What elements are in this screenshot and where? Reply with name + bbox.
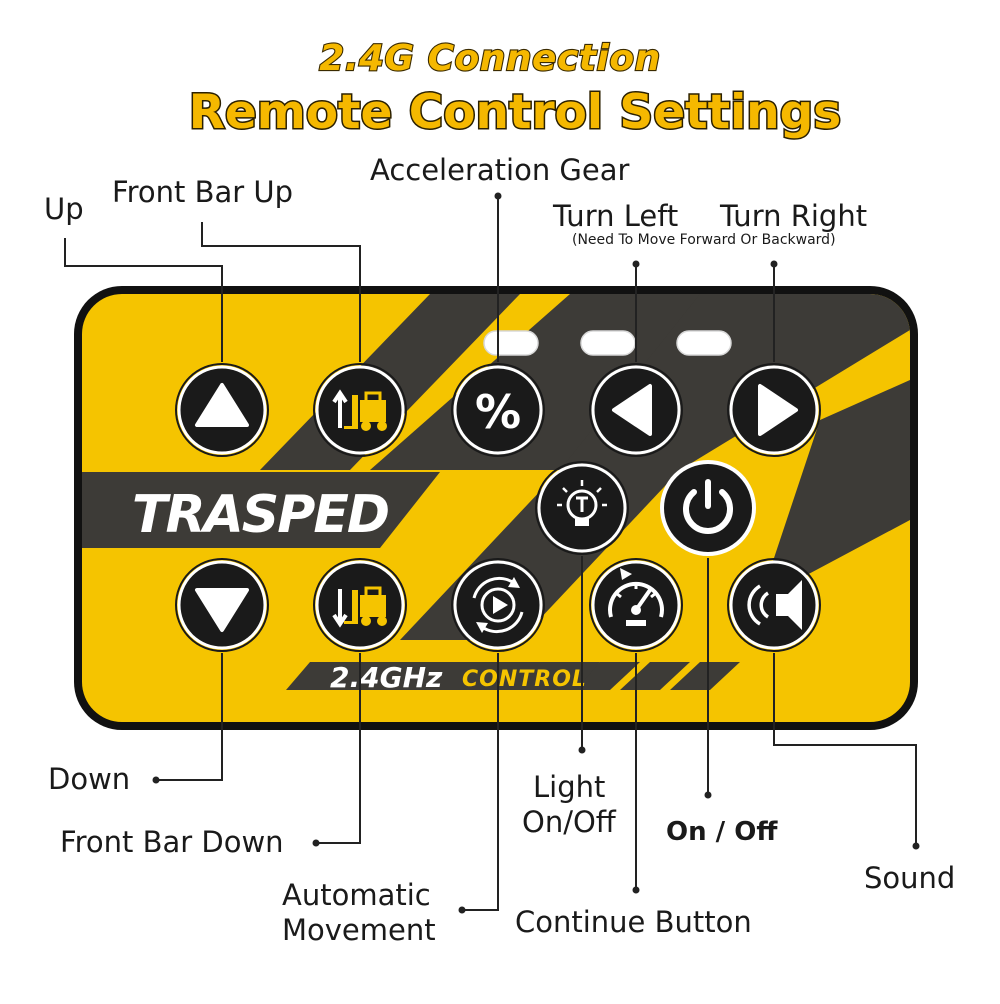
label-automatic-movement-line1: Automatic [282,878,431,912]
label-turn-left: Turn Left [552,199,678,233]
light-bulb-icon [557,480,607,526]
down-arrow-icon [195,588,249,632]
continue-button[interactable] [589,558,683,652]
auto-play-icon [472,576,524,634]
right-arrow-icon [758,384,798,436]
acceleration-gear-button[interactable]: % [451,363,545,457]
turn-right-button[interactable] [727,363,821,457]
label-automatic-movement-line2: Movement [282,913,436,947]
label-light-line1: Light [533,770,605,804]
label-turn-right: Turn Right [719,199,867,233]
title-line-1: 2.4G Connection [319,38,660,79]
led-indicator-2 [580,330,636,356]
brand-logo: TRASPED [132,485,388,545]
speedometer-icon [608,568,664,626]
speaker-icon [747,580,802,630]
power-button[interactable] [660,460,756,556]
left-arrow-icon [612,384,652,436]
label-front-bar-down: Front Bar Down [60,825,284,859]
up-arrow-icon [195,383,249,427]
led-indicator-3 [676,330,732,356]
percent-icon: % [475,385,521,439]
sound-button[interactable] [727,558,821,652]
turn-left-button[interactable] [589,363,683,457]
led-indicator-1 [483,330,539,356]
label-acceleration-gear: Acceleration Gear [370,153,630,187]
front-bar-down-button[interactable] [313,558,407,652]
forklift-down-icon [332,586,387,628]
down-button[interactable] [175,558,269,652]
label-down: Down [48,762,130,796]
title-line-2: Remote Control Settings [189,85,842,140]
up-button[interactable] [175,363,269,457]
label-light-line2: On/Off [522,805,617,839]
label-sound: Sound [864,861,955,895]
band-label-freq: 2.4GHz [330,661,443,694]
light-button[interactable] [535,461,629,555]
label-on-off: On / Off [666,817,778,847]
front-bar-up-button[interactable] [313,363,407,457]
forklift-up-icon [332,389,387,431]
label-turn-note: (Need To Move Forward Or Backward) [572,232,836,248]
label-up: Up [44,192,84,226]
leader-lines [64,192,920,914]
automatic-movement-button[interactable] [451,558,545,652]
label-front-bar-up: Front Bar Up [112,175,293,209]
label-continue-button: Continue Button [515,905,752,939]
power-icon [683,479,733,534]
band-label-sub: CONTROL [462,667,587,692]
band-label-bg [286,662,600,690]
remote-body: TRASPED 2.4GHz CONTROL [74,286,918,730]
